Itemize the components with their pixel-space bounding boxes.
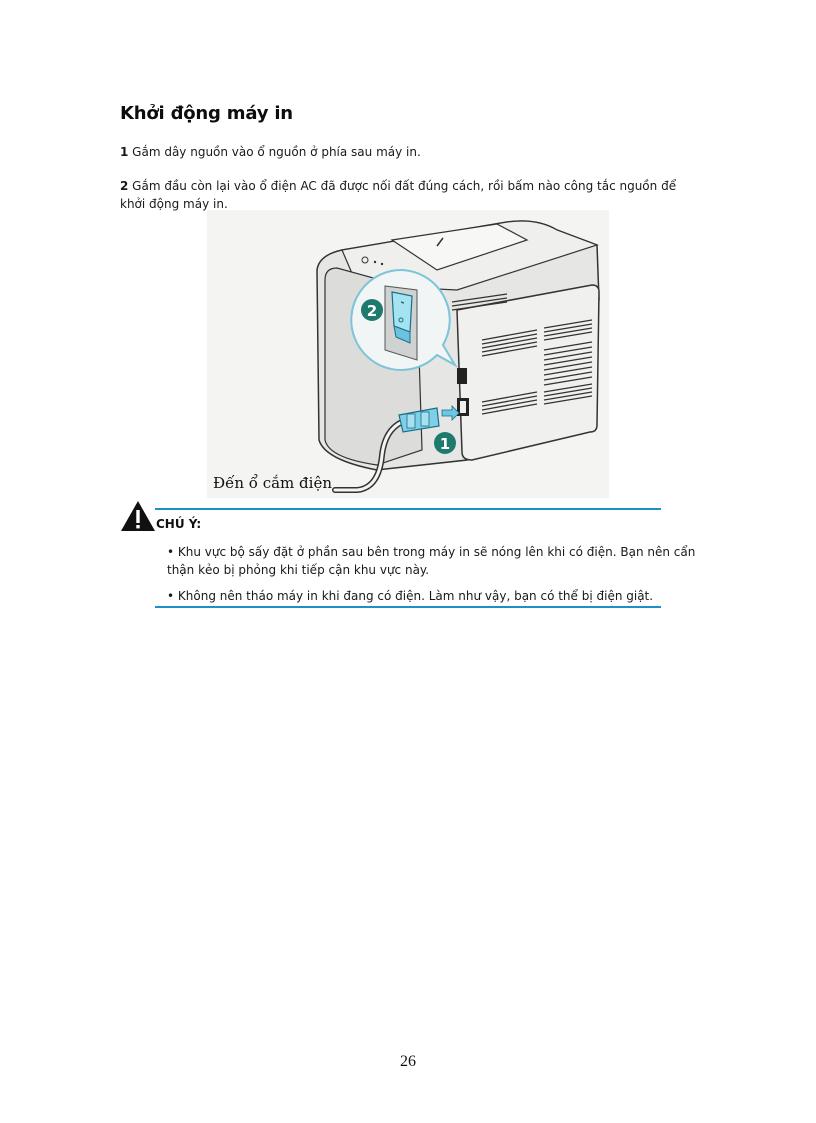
- step-1-number: 1: [120, 145, 129, 159]
- note-label: CHÚ Ý:: [156, 517, 202, 531]
- printer-illustration-graphic: 2 1: [316, 220, 600, 493]
- step-1-text: Gắm dây nguồn vào ổ nguồn ở phía sau máy…: [128, 145, 421, 159]
- page-number: 26: [400, 1053, 416, 1070]
- page-title: Khởi động máy in: [120, 103, 293, 124]
- step-2: 2 Gắm đầu còn lại vào ổ điện AC đã được …: [120, 177, 685, 213]
- note-item-1: • Khu vực bộ sấy đặt ở phần sau bên tron…: [167, 545, 696, 577]
- figure-caption: Đến ổ cắm điện: [213, 474, 332, 492]
- note-top-divider: [155, 508, 661, 510]
- printer-power-illustration: 2 1 Đến ổ cắm điện: [207, 210, 609, 498]
- warning-triangle-icon: [121, 501, 155, 531]
- note-item-2: • Không nên tháo máy in khi đang có điện…: [167, 589, 654, 603]
- note-bottom-divider: [155, 606, 661, 608]
- step-2-text: Gắm đầu còn lại vào ổ điện AC đã được nố…: [120, 179, 677, 211]
- callout-1: 1: [440, 435, 450, 453]
- callout-2: 2: [367, 302, 377, 320]
- step-2-number: 2: [120, 179, 129, 193]
- step-1: 1 Gắm dây nguồn vào ổ nguồn ở phía sau m…: [120, 143, 421, 161]
